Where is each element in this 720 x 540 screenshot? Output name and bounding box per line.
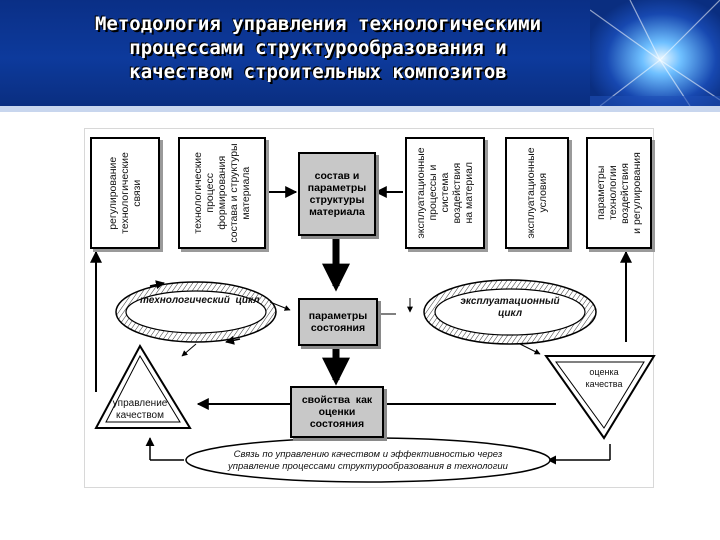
box-exploit-conditions-text: эксплуатационные условия [525, 147, 549, 239]
box-exploit-processes-text: эксплуатационные процессы и система возд… [415, 147, 475, 239]
assessment-label: оценка качества [585, 367, 623, 389]
box-properties: свойства как оценки состояния [290, 386, 384, 438]
light-burst-graphic [590, 0, 720, 106]
page-title: Методология управления технологическими … [18, 12, 618, 84]
header-banner: Методология управления технологическими … [0, 0, 720, 106]
box-tech-process-text: технологические процесс формирования сос… [192, 143, 252, 243]
box-tech-params: параметры технологии воздействия и регул… [586, 137, 652, 249]
box-regulation-links: регулирование технологические связи [90, 137, 160, 249]
box-tech-process: технологические процесс формирования сос… [178, 137, 266, 249]
title-line-3: качеством строительных композитов [129, 61, 507, 83]
box-tech-params-text: параметры технологии воздействия и регул… [595, 152, 643, 234]
title-line-2: процессами структурообразования и [129, 37, 507, 59]
box-exploit-processes: эксплуатационные процессы и система возд… [405, 137, 485, 249]
exploit-cycle-label: эксплуатационный цикл [460, 296, 560, 319]
tech-cycle-label: технологический цикл [140, 295, 260, 306]
management-label: управление качеством [112, 398, 168, 421]
header-divider-strip [0, 106, 720, 112]
box-composition: состав и параметры структуры материала [298, 152, 376, 236]
box-state-params: параметры состояния [298, 298, 378, 346]
box-exploit-conditions: эксплуатационные условия [505, 137, 569, 249]
bottom-relation-note: Связь по управлению качеством и эффектив… [228, 449, 508, 472]
box-regulation-links-text: регулирование технологические связи [107, 152, 143, 234]
title-line-1: Методология управления технологическими [94, 13, 542, 35]
